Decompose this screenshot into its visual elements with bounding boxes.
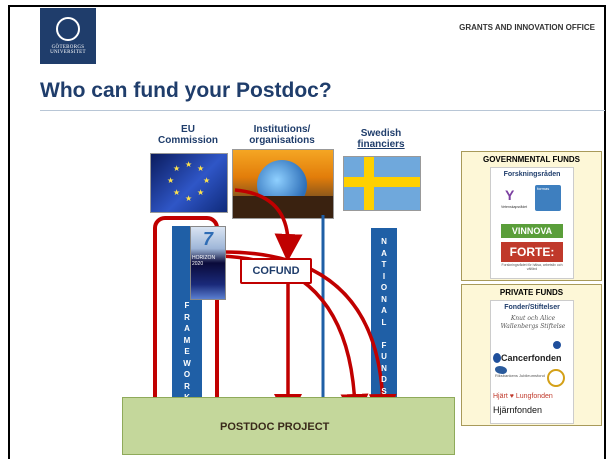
governmental-logos: Forskningsråden Y Vetenskapsrådet formas… (490, 167, 574, 279)
label-line: Swedish (360, 128, 402, 139)
hjarnfonden-logo: Hjärnfonden (493, 405, 543, 415)
national-letter: U (381, 352, 387, 361)
label-line: Commission (157, 135, 218, 146)
formas-text: formas (537, 186, 550, 191)
horizon-label: HORIZON (192, 255, 216, 261)
label-line: Institutions/ (253, 124, 311, 135)
national-letter: L (381, 317, 387, 327)
swedish-label: Swedish financiers (343, 128, 419, 150)
title-divider (40, 110, 605, 111)
framework-letter: A (184, 324, 190, 333)
framework-label: FRAMEWORK (182, 300, 192, 404)
cancerfonden-logo: Cancerfonden (501, 353, 562, 363)
national-letter: D (381, 375, 387, 384)
rj-logo: Riksbankens Jubileumsfond (495, 373, 545, 378)
forte-logo: FORTE: (501, 242, 563, 262)
framework-letter: E (184, 347, 190, 356)
seal-icon (547, 369, 565, 387)
eu-to-cofund-arrow (234, 188, 303, 262)
star-icon: ★ (203, 176, 211, 185)
national-letter (379, 328, 389, 340)
logo-line: GÖTEBORGS (51, 45, 85, 50)
national-letter: T (381, 260, 387, 269)
people-silhouette (233, 196, 333, 218)
fp7-to-national-arrow (219, 250, 397, 422)
frame-border (8, 5, 605, 7)
postdoc-project-label: POSTDOC PROJECT (220, 421, 330, 433)
national-letter: F (381, 340, 387, 350)
national-letter: A (381, 248, 387, 258)
star-icon: ★ (173, 164, 181, 173)
cancerfonden-icon (493, 353, 501, 363)
hjart-lungfonden-logo: Hjärt ♥ Lungfonden (493, 393, 553, 400)
forskningsraden-label: Forskningsråden (503, 171, 561, 178)
office-name: GRANTS AND INNOVATION OFFICE (459, 23, 595, 32)
horizon-year: 2020 (192, 261, 204, 267)
framework-letter: W (183, 358, 191, 368)
national-letter: N (381, 237, 387, 246)
framework-letter: R (184, 312, 190, 322)
frame-border (8, 5, 10, 459)
national-letter: I (382, 271, 386, 281)
national-letter: S (381, 386, 387, 396)
star-icon: ★ (185, 194, 193, 203)
private-heading: PRIVATE FUNDS (499, 288, 564, 297)
vr-mark-icon: Y (505, 187, 515, 203)
label-line: EU (181, 124, 195, 135)
vinnova-logo: VINNOVA (501, 224, 563, 238)
national-letter: N (381, 363, 387, 373)
national-letter: O (380, 283, 388, 292)
star-icon: ★ (197, 188, 205, 197)
framework-letter: O (183, 370, 191, 379)
swedish-flag-image (343, 156, 421, 211)
star-icon: ★ (167, 176, 175, 185)
framework-letter: M (183, 335, 191, 345)
national-funds-arrow (360, 228, 408, 436)
institutions-label: Institutions/ organisations (232, 124, 332, 146)
framework-letter: F (184, 301, 190, 310)
forte-subtitle: Forskningsrådet för hälsa, arbetsliv och… (501, 263, 563, 271)
postdoc-project-box (122, 397, 455, 455)
dot-icon (553, 341, 561, 349)
vr-text: Vetenskapsrådet (501, 205, 528, 209)
flag-cross (364, 157, 374, 210)
star-icon: ★ (185, 160, 193, 169)
flag-cross (344, 177, 420, 187)
wallenberg-logo: Knut och Alice Wallenbergs Stiftelse (500, 315, 566, 330)
logo-line: UNIVERSITET (50, 50, 86, 55)
frame-border (604, 5, 606, 459)
star-icon: ★ (173, 188, 181, 197)
seal-icon (56, 17, 80, 41)
institutions-image (232, 149, 334, 219)
fp7-label: 7 (203, 229, 214, 249)
fonder-stiftelser-label: Fonder/Stiftelser (504, 304, 560, 311)
university-logo: GÖTEBORGS UNIVERSITET (40, 8, 96, 64)
private-logos: Fonder/Stiftelser Knut och Alice Wallenb… (490, 300, 574, 424)
eu-flag-image: ★ ★ ★ ★ ★ ★ ★ ★ (150, 153, 228, 213)
vetenskapsradet-logo: Y Vetenskapsrådet (499, 185, 529, 209)
cofund-box: COFUND (240, 258, 312, 284)
rj-mark-icon (495, 366, 507, 374)
eu-label: EU Commission (150, 124, 226, 146)
private-funds-panel: PRIVATE FUNDS Fonder/Stiftelser Knut och… (461, 284, 602, 426)
governmental-funds-panel: GOVERNMENTAL FUNDS Forskningsråden Y Vet… (461, 151, 602, 281)
label-line: financiers (357, 139, 405, 150)
national-letter: A (381, 306, 387, 315)
label-line: organisations (249, 135, 315, 146)
star-icon: ★ (197, 164, 205, 173)
national-letter: N (381, 294, 387, 304)
governmental-heading: GOVERNMENTAL FUNDS (482, 155, 581, 164)
fp7-horizon-image: 7 HORIZON 2020 (190, 226, 226, 300)
formas-logo: formas (535, 185, 561, 211)
page-title: Who can fund your Postdoc? (40, 79, 332, 102)
framework-letter: R (184, 381, 190, 391)
